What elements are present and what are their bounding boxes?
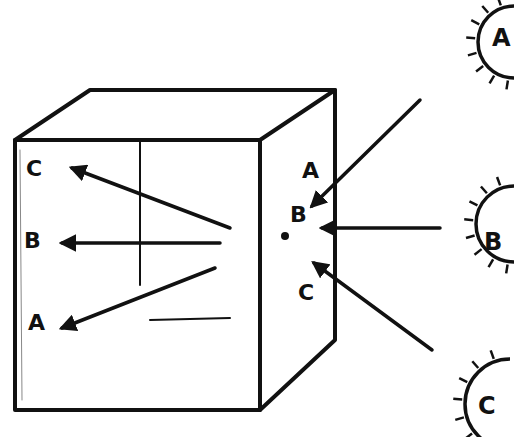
light-source: A <box>452 0 523 95</box>
light-hatch <box>459 378 467 382</box>
source-letter: A <box>492 26 511 50</box>
light-hatch <box>466 36 475 39</box>
light-source-arc <box>465 359 510 437</box>
light-hatch <box>482 6 488 13</box>
light-hatch <box>497 177 500 185</box>
light-hatch <box>472 361 478 368</box>
light-hatch <box>490 76 495 84</box>
face-letter: C <box>26 158 42 180</box>
light-hatch <box>464 218 473 221</box>
face-letter: C <box>298 282 314 304</box>
face-letter: B <box>24 230 41 252</box>
light-hatch <box>489 259 494 267</box>
light-hatch <box>491 350 494 358</box>
source-letter: B <box>484 230 502 254</box>
face-letter: A <box>28 312 45 334</box>
light-hatch <box>469 201 477 205</box>
light-hatch <box>453 397 462 400</box>
light-hatch <box>506 81 507 90</box>
face-letter: A <box>302 160 319 182</box>
light-hatch <box>506 264 507 273</box>
light-hatch <box>474 249 481 255</box>
light-hatch <box>468 53 477 56</box>
light-hatch <box>466 235 475 238</box>
source-letter: C <box>478 394 496 418</box>
light-source-outline <box>438 168 523 280</box>
light-hatch <box>455 417 464 420</box>
light-hatch <box>498 0 501 5</box>
light-hatch <box>481 186 487 193</box>
light-source: C <box>428 332 523 437</box>
face-letter: B <box>290 204 307 226</box>
light-source-outline <box>428 332 523 437</box>
light-hatch <box>465 433 472 437</box>
light-source: B <box>438 168 523 280</box>
light-source-outline <box>452 0 523 95</box>
light-hatch <box>471 20 479 24</box>
light-hatch <box>476 66 483 72</box>
